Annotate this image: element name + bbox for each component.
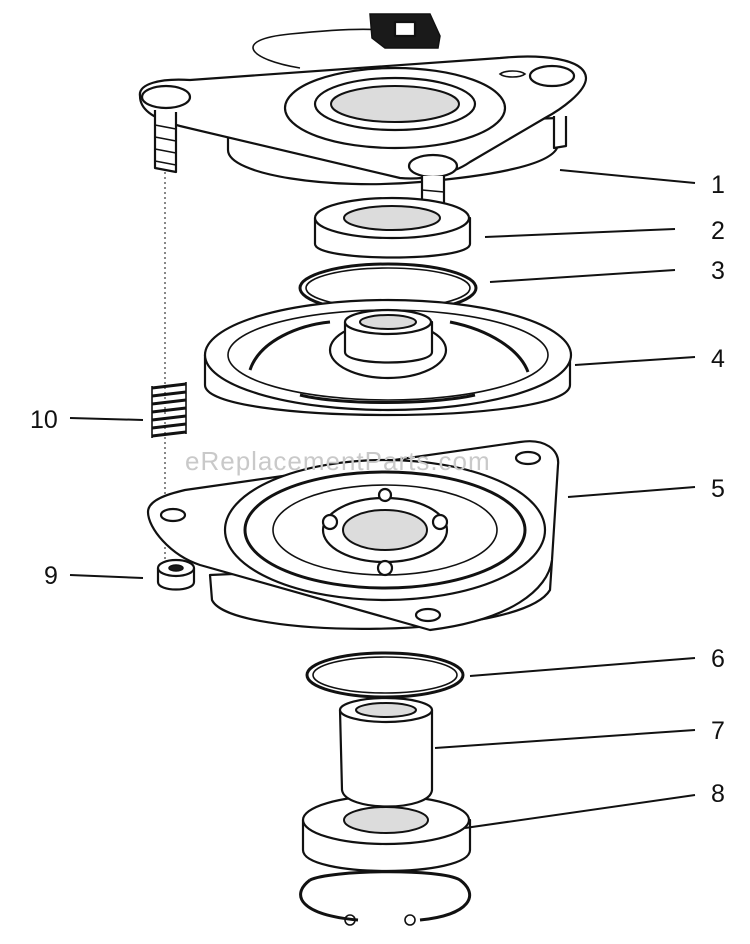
part-1-stud-head-left (140, 84, 192, 110)
leader-4 (574, 356, 696, 366)
callout-3: 3 (711, 257, 725, 285)
bottom-ring-arc (299, 870, 472, 922)
callout-4: 4 (711, 345, 725, 373)
bottom-ring-eye-left (344, 914, 356, 926)
leader-8 (464, 794, 696, 829)
leader-9 (69, 574, 144, 579)
part-5-mounting-hole-front (414, 607, 442, 623)
part-2-bearing (313, 196, 472, 259)
leader-1 (559, 169, 696, 184)
part-5-rivet-1 (321, 513, 339, 531)
part-1-field-coil-flange (138, 13, 588, 248)
part-6-ring-inner (312, 656, 458, 694)
callout-8: 8 (711, 780, 725, 808)
part-7-sleeve-bore (355, 702, 417, 718)
part-5-friction-ring (243, 470, 527, 590)
part-9-nut-hole (168, 564, 184, 572)
leader-3 (489, 269, 676, 283)
part-1-stud-head-front (407, 153, 459, 179)
part-1-stud-right (552, 116, 568, 150)
part-10-coils (151, 382, 187, 438)
part-5-center-bore (342, 509, 428, 551)
callout-7: 7 (711, 717, 725, 745)
part-10-edges (151, 382, 187, 438)
leader-5 (567, 486, 696, 498)
part-7-sleeve-body (338, 708, 434, 808)
part-4-friction-slots (248, 320, 530, 404)
bottom-retaining-ring (299, 870, 472, 926)
part-4-armature-rotor (203, 298, 573, 417)
part-6-ring-outer (305, 651, 465, 699)
callout-1: 1 (711, 171, 725, 199)
bottom-ring-eye-right (404, 914, 416, 926)
leader-7 (434, 729, 696, 749)
part-5-brake-plate (146, 440, 560, 632)
leader-6 (469, 657, 696, 677)
callout-6: 6 (711, 645, 725, 673)
part-1-bore-inner (330, 85, 460, 123)
part-10-spring (151, 382, 187, 438)
part-1-stud-left-threads (154, 124, 177, 166)
part-2-bearing-bore (343, 205, 441, 231)
part-7-spacer-sleeve (338, 696, 434, 808)
callout-9: 9 (44, 562, 58, 590)
part-8-bearing-bore (343, 806, 429, 834)
leader-2 (484, 228, 676, 238)
watermark-text: eReplacementParts.com (185, 446, 491, 476)
callout-10: 10 (30, 406, 58, 434)
part-5-mounting-hole-right (514, 450, 542, 466)
callout-2: 2 (711, 217, 725, 245)
part-5-rivet-4 (377, 487, 393, 503)
part-1-connector-tab (393, 20, 417, 38)
callout-5: 5 (711, 475, 725, 503)
part-5-mounting-hole-left (159, 507, 187, 523)
part-5-rivet-3 (376, 559, 394, 577)
leader-10 (69, 417, 144, 421)
part-5-rivet-2 (431, 513, 449, 531)
part-1-stud-head-right (528, 64, 576, 88)
part-1-lead-wire (252, 28, 381, 69)
part-6-snap-ring (305, 651, 465, 699)
part-4-hub-bore (359, 314, 417, 330)
part-9-nut (156, 558, 196, 591)
part-1-flange-slot (498, 70, 527, 78)
